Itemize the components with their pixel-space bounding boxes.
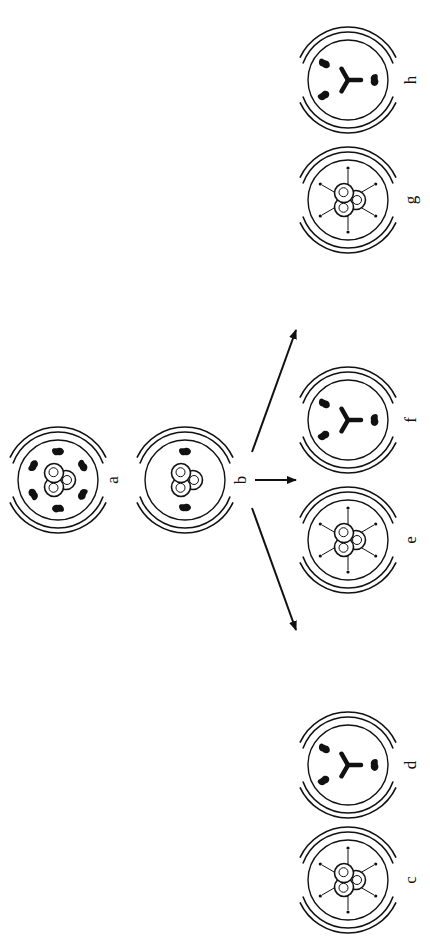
floral-diagram bbox=[300, 827, 396, 933]
floral-diagram bbox=[300, 712, 396, 818]
figure-letter: h bbox=[402, 76, 419, 85]
figure-letter: e bbox=[402, 536, 419, 544]
floral-diagram bbox=[300, 27, 396, 133]
arrows bbox=[252, 330, 296, 630]
floral-diagram bbox=[137, 427, 233, 533]
floral-diagram bbox=[300, 147, 396, 253]
figure-letter: c bbox=[402, 876, 419, 884]
figure-letter: d bbox=[402, 761, 419, 770]
figure-letter: b bbox=[232, 476, 249, 485]
figure-letter: g bbox=[402, 196, 419, 205]
floral-diagram bbox=[300, 367, 396, 473]
figure-letter: a bbox=[104, 476, 121, 484]
floral-diagram bbox=[10, 427, 106, 533]
floral-diagram bbox=[300, 487, 396, 593]
figure-letter: f bbox=[402, 417, 419, 423]
